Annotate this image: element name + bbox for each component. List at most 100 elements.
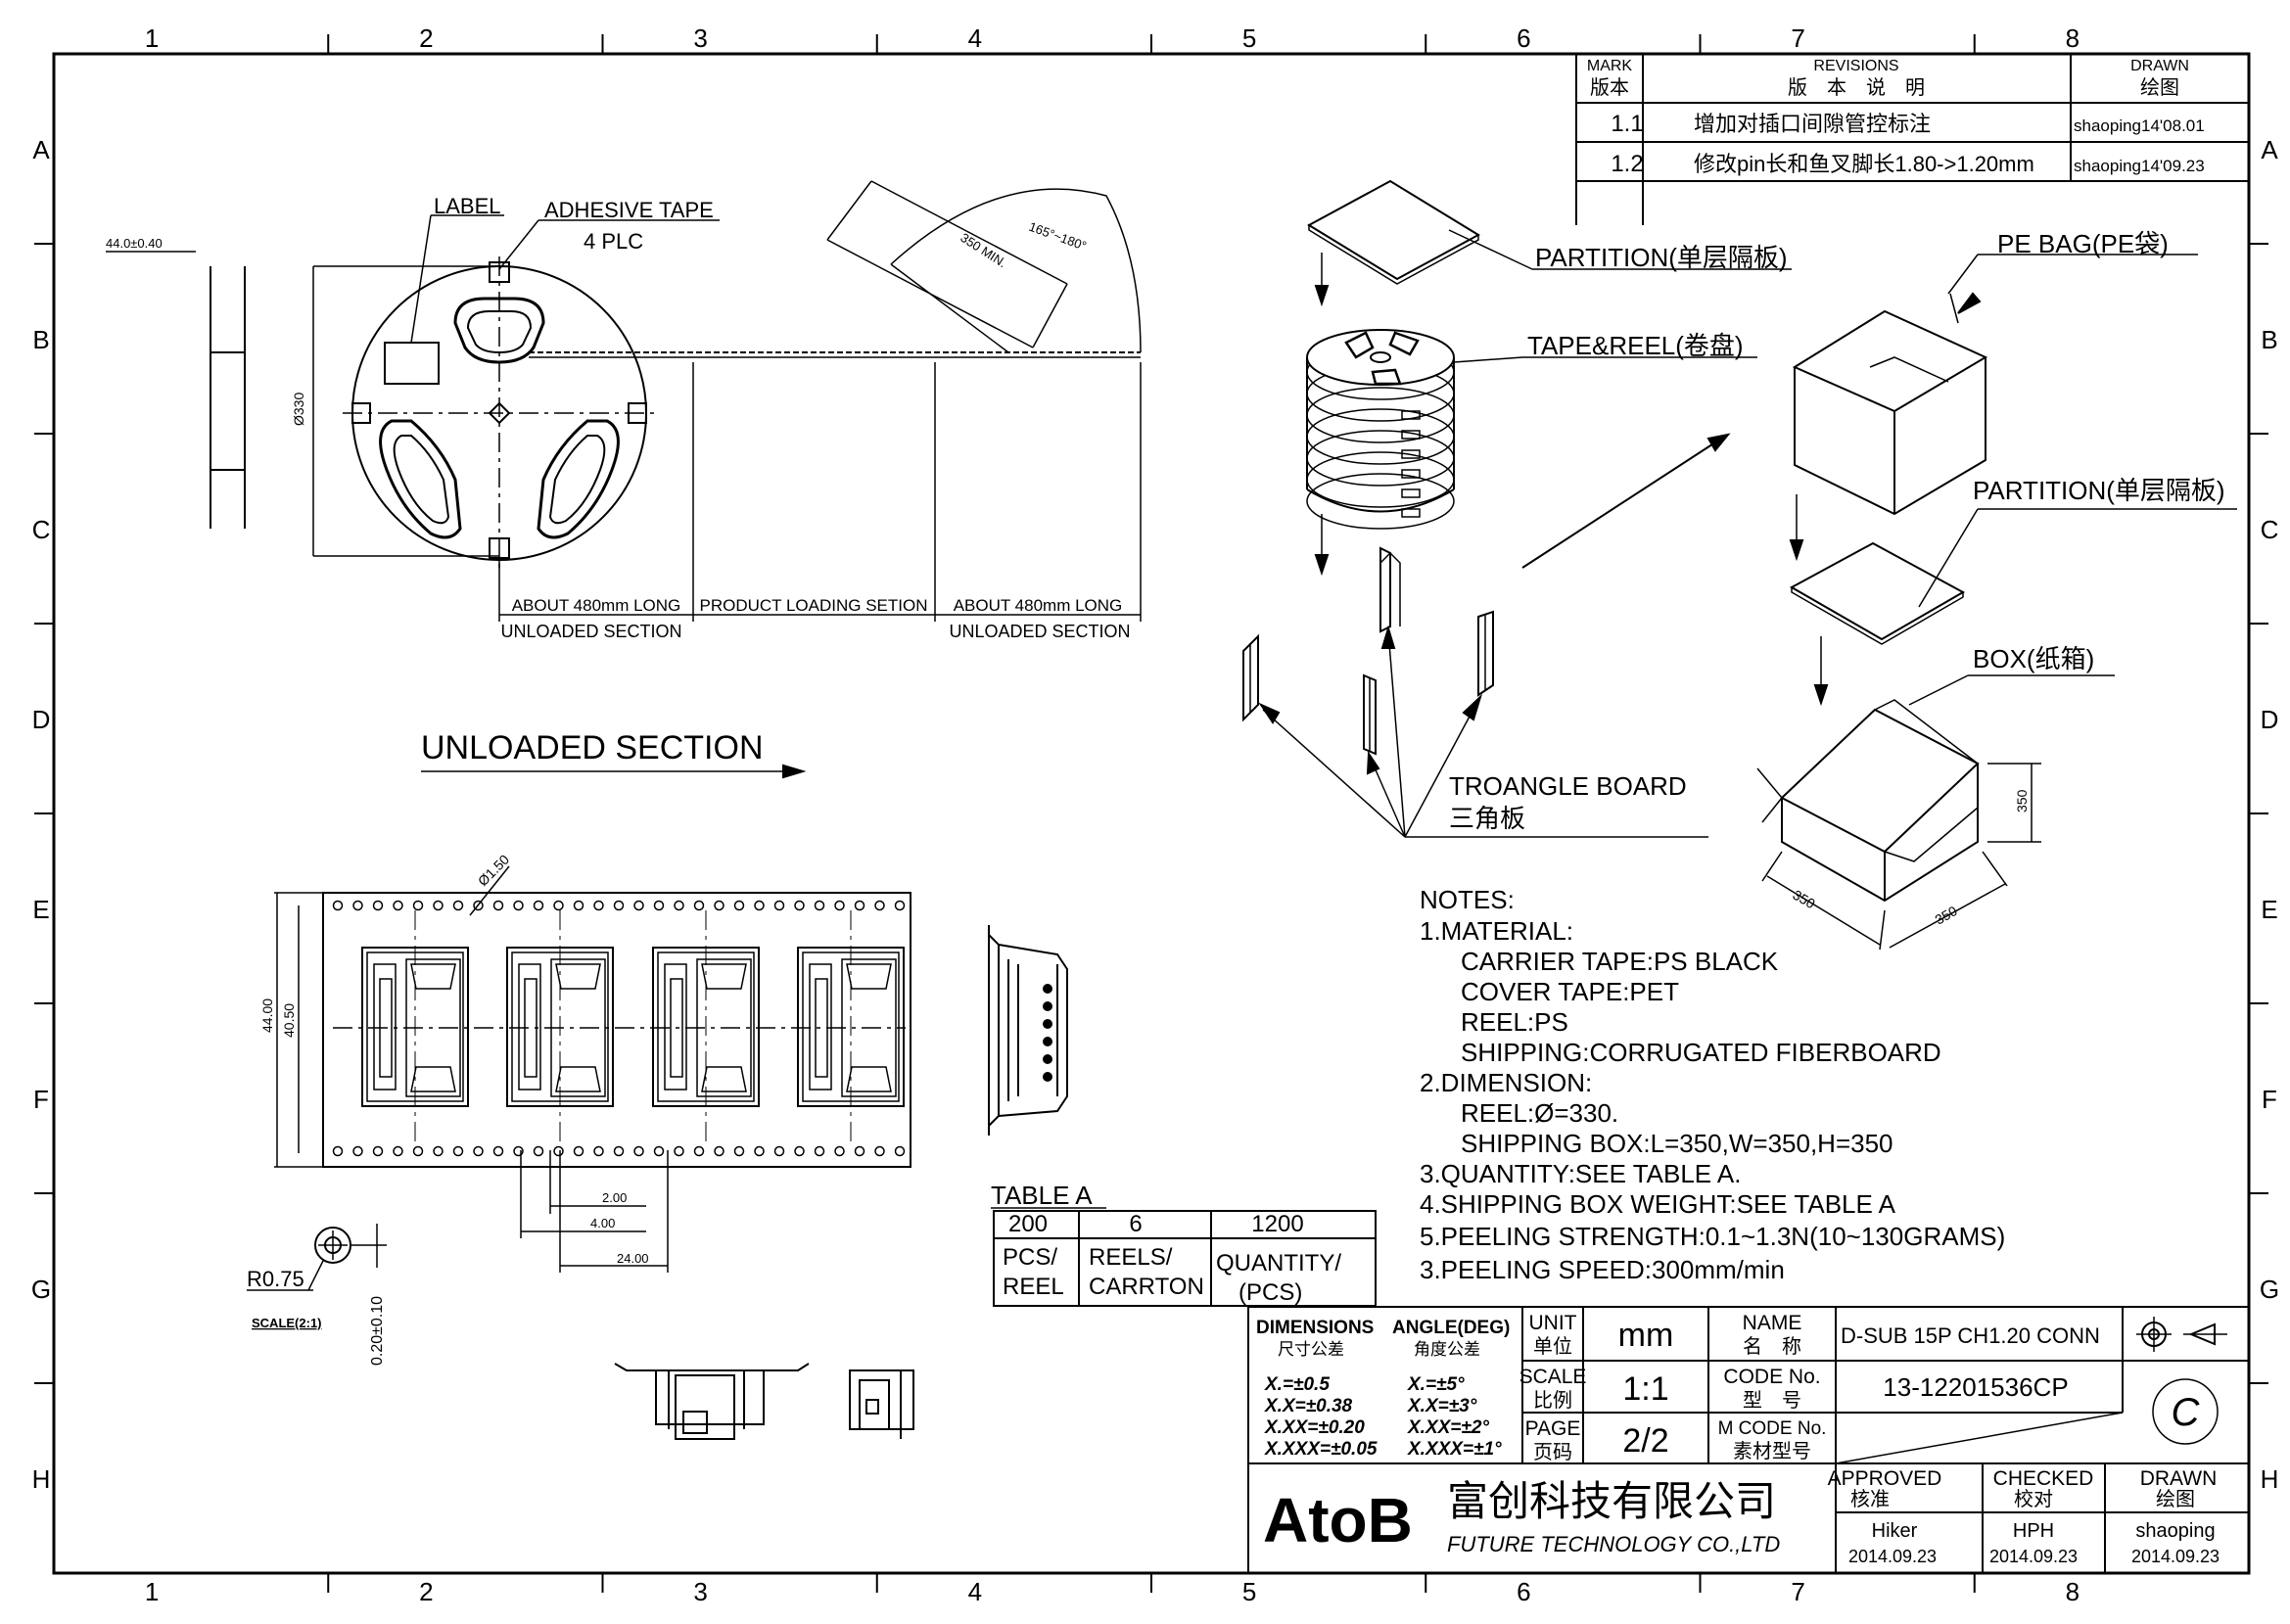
rev-row-2-desc: 修改pin长和鱼叉脚长1.80->1.20mm xyxy=(1694,152,2034,176)
section-3-length: ABOUT 480mm LONG xyxy=(954,596,1123,615)
note-line-6: 2.DIMENSION: xyxy=(1420,1068,1592,1097)
copyright-icon xyxy=(2152,1378,2219,1445)
sprocket-hole xyxy=(593,1145,604,1157)
sprocket-hole xyxy=(693,1145,705,1157)
grid-row-label-right: G xyxy=(2260,1275,2279,1304)
sprocket-hole xyxy=(473,900,484,911)
sprocket-holes-bottom xyxy=(332,1145,906,1157)
ang-4: X.XXX=±1° xyxy=(1407,1439,1502,1460)
sprocket-hole xyxy=(452,900,464,911)
checked-header-cn: 校对 xyxy=(2014,1488,2053,1510)
connector-side-view xyxy=(849,1369,914,1439)
sprocket-hole xyxy=(653,900,665,911)
sprocket-hole xyxy=(814,900,825,911)
box-height-dim: 350 xyxy=(2014,789,2030,812)
pitch-24-dim: 24.00 xyxy=(617,1251,649,1266)
note-line-8: SHIPPING BOX:L=350,W=350,H=350 xyxy=(1461,1129,1893,1158)
sprocket-hole xyxy=(874,900,885,911)
revision-table: MARK 版本 REVISIONS 版 本 说 明 DRAWN 绘图 1.1 增… xyxy=(1575,53,2250,225)
label-callout: LABEL xyxy=(434,194,501,218)
title-block: DIMENSIONS 尺寸公差 ANGLE(DEG) 角度公差 X.=±0.5 … xyxy=(1247,1306,2250,1574)
name-header-cn: 名 称 xyxy=(1743,1335,1801,1358)
ang-2: X.X=±3° xyxy=(1407,1396,1477,1416)
section-1-length: ABOUT 480mm LONG xyxy=(512,596,681,615)
grid-col-label-bottom: 5 xyxy=(1242,1577,1256,1606)
sprocket-hole xyxy=(452,1145,464,1157)
unloaded-section-title: UNLOADED SECTION xyxy=(421,729,764,766)
note-line-10: 4.SHIPPING BOX WEIGHT:SEE TABLE A xyxy=(1420,1189,1896,1219)
approved-name: Hiker xyxy=(1872,1520,1918,1542)
sprocket-hole xyxy=(894,900,906,911)
sprocket-hole xyxy=(492,1145,504,1157)
reel-diameter-dim: Ø330 xyxy=(291,393,306,426)
sprocket-hole xyxy=(754,1145,765,1157)
sprocket-hole xyxy=(513,900,524,911)
table-a-r1c3: 1200 xyxy=(1251,1211,1303,1237)
grid-row-label-left: G xyxy=(31,1275,51,1304)
notes: NOTES: 1.MATERIAL: CARRIER TAPE:PS BLACK… xyxy=(1420,885,2005,1284)
sprocket-hole xyxy=(412,1145,424,1157)
sprocket-hole xyxy=(573,1145,584,1157)
ang-3: X.XX=±2° xyxy=(1407,1417,1489,1438)
sprocket-hole xyxy=(733,1145,745,1157)
detail-scale: SCALE(2:1) xyxy=(252,1316,322,1330)
packing-diagram: PARTITION(单层隔板) TAPE&REEL(卷盘) PE BAG(PE袋… xyxy=(1242,179,2237,951)
triangle-board-label: TROANGLE BOARD xyxy=(1449,771,1687,801)
grid-col-label-bottom: 2 xyxy=(419,1577,433,1606)
sprocket-hole xyxy=(372,1145,384,1157)
grid-row-label-right: D xyxy=(2261,705,2279,734)
sprocket-hole xyxy=(633,1145,644,1157)
pin xyxy=(1043,1037,1052,1046)
sprocket-hole xyxy=(633,900,644,911)
unit-header: UNIT xyxy=(1529,1312,1577,1334)
grid-row-label-right: H xyxy=(2261,1464,2279,1494)
sprocket-hole xyxy=(393,1145,403,1157)
pitch-2-dim: 2.00 xyxy=(602,1190,627,1205)
sprocket-hole xyxy=(794,900,805,911)
pin xyxy=(1043,1054,1052,1064)
part-code: 13-12201536CP xyxy=(1883,1372,2068,1402)
grid-col-label-bottom: 3 xyxy=(693,1577,707,1606)
notes-title: NOTES: xyxy=(1420,885,1515,914)
pocket xyxy=(361,910,469,1145)
sprocket-hole xyxy=(714,900,724,911)
dim-tolerance-header-cn: 尺寸公差 xyxy=(1278,1340,1344,1359)
page-value: 2/2 xyxy=(1622,1422,1668,1460)
dim-tolerance-header: DIMENSIONS xyxy=(1256,1318,1374,1338)
tol-4: X.XXX=±0.05 xyxy=(1264,1439,1378,1460)
partition-1-label: PARTITION(单层隔板) xyxy=(1535,243,1788,272)
company-name-en: FUTURE TECHNOLOGY CO.,LTD xyxy=(1447,1532,1780,1556)
sprocket-hole xyxy=(533,1145,544,1157)
sprocket-hole xyxy=(613,900,625,911)
pin xyxy=(1043,1019,1052,1029)
sprocket-hole xyxy=(492,900,504,911)
grid-col-label-bottom: 7 xyxy=(1791,1577,1804,1606)
m-code-header: M CODE No. xyxy=(1718,1418,1827,1439)
note-line-9: 3.QUANTITY:SEE TABLE A. xyxy=(1420,1159,1742,1188)
partition-2-label: PARTITION(单层隔板) xyxy=(1973,476,2225,505)
angle-tolerance-header: ANGLE(DEG) xyxy=(1392,1318,1510,1338)
rev-desc-header-cn: 版 本 说 明 xyxy=(1788,76,1925,99)
rev-row-2-drawn: shaoping14'09.23 xyxy=(2074,157,2205,175)
sprocket-hole xyxy=(834,900,845,911)
approved-header: APPROVED xyxy=(1828,1467,1942,1490)
grid-row-label-left: A xyxy=(32,135,50,164)
grid-row-label-left: D xyxy=(32,705,51,734)
sprocket-hole xyxy=(894,1145,906,1157)
sprocket-hole xyxy=(332,900,344,911)
thickness-dim: 0.20±0.10 xyxy=(369,1296,386,1366)
grid-col-label-bottom: 8 xyxy=(2066,1577,2080,1606)
ang-1: X.=±5° xyxy=(1407,1374,1465,1395)
page-header: PAGE xyxy=(1525,1417,1581,1440)
reel-side-view: 44.0±0.40 xyxy=(106,236,246,529)
grid-col-label-top: 6 xyxy=(1517,23,1530,53)
company-name-cn: 富创科技有限公司 xyxy=(1447,1478,1776,1524)
drawn-header: DRAWN xyxy=(2140,1467,2218,1490)
grid-row-label-right: C xyxy=(2261,515,2279,544)
rev-row-1-drawn: shaoping14'08.01 xyxy=(2074,116,2205,135)
grid-col-label-top: 2 xyxy=(419,23,433,53)
reel-stack xyxy=(1306,329,1455,530)
note-line-4: REEL:PS xyxy=(1461,1007,1568,1037)
